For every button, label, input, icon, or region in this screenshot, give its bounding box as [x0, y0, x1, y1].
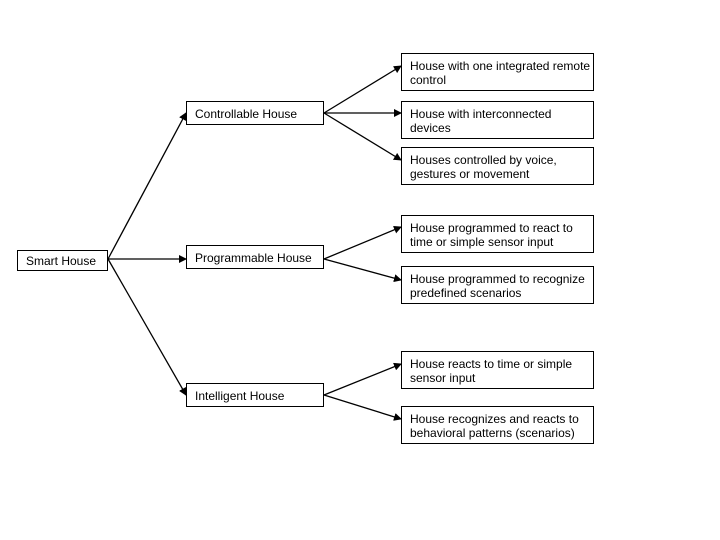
node-label: Controllable House — [195, 107, 298, 121]
node-label: House programmed to react to time or sim… — [410, 221, 573, 249]
node-label: House programmed to recognize predefined… — [410, 272, 585, 300]
node-label: House with one integrated remote control — [410, 59, 591, 87]
node-interconnected-devices: House with interconnected devices — [401, 101, 594, 139]
connector-programmable-to-leaf-2 — [323, 258, 402, 283]
node-label: House reacts to time or simple sensor in… — [410, 357, 573, 385]
connector-controllable-to-leaf-1 — [323, 65, 402, 114]
node-label: Intelligent House — [195, 389, 285, 403]
node-label: Houses controlled by voice, gestures or … — [410, 153, 557, 181]
node-react-time-sensor: House programmed to react to time or sim… — [401, 215, 594, 253]
node-predefined-scenarios: House programmed to recognize predefined… — [401, 266, 594, 304]
node-label: Smart House — [26, 254, 97, 268]
node-label: House recognizes and reacts to behaviora… — [410, 412, 579, 440]
connector-intelligent-to-leaf-2 — [323, 394, 402, 421]
node-voice-gesture-control: Houses controlled by voice, gestures or … — [401, 147, 594, 185]
node-behavioral-patterns: House recognizes and reacts to behaviora… — [401, 406, 594, 444]
connector-programmable-to-leaf-1 — [323, 225, 402, 260]
node-intelligent-house: Intelligent House — [186, 383, 324, 407]
connector-controllable-to-leaf-3 — [323, 112, 402, 161]
node-one-integrated-remote: House with one integrated remote control — [401, 53, 594, 91]
connector-root-to-intelligent — [107, 258, 187, 396]
node-label: House with interconnected devices — [410, 107, 552, 135]
connector-intelligent-to-leaf-1 — [323, 362, 402, 396]
node-label: Programmable House — [195, 251, 312, 265]
node-programmable-house: Programmable House — [186, 245, 324, 269]
node-controllable-house: Controllable House — [186, 101, 324, 125]
connector-root-to-controllable — [107, 112, 187, 260]
node-reacts-time-sensor: House reacts to time or simple sensor in… — [401, 351, 594, 389]
node-smart-house: Smart House — [17, 250, 108, 271]
